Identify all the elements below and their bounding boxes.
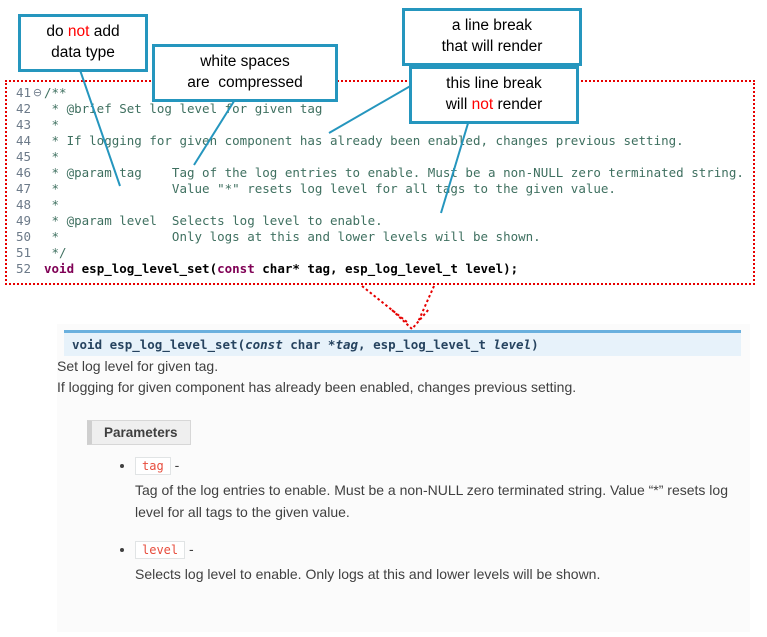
callout-line-break-renders: a line break that will render [402,8,582,66]
fold-gutter [31,133,44,149]
callout-line-break-not-render: this line break will not render [409,66,579,124]
code-line: 52 void esp_log_level_set(const char* tag… [9,261,753,277]
callout-text-line: a line break [451,17,533,34]
arrow-right-edge [417,285,435,323]
code-text: * [44,197,60,212]
callout-text-line: data type [51,43,115,61]
param-description: Selects log level to enable. Only logs a… [135,566,601,583]
line-number: 41 [15,85,31,100]
arrow-left-edge [361,285,408,323]
line-number: 45 [15,149,31,164]
parameters-list: tag - Tag of the log entries to enable. M… [57,457,750,586]
parameter-head: tag - [135,457,750,475]
code-line: 41⊖/** [9,85,753,101]
line-number: 49 [15,213,31,228]
fold-gutter [31,181,44,197]
fold-gutter [31,101,44,117]
code-text: */ [44,245,67,260]
code-text: * [44,149,60,164]
code-line: 44 * If logging for given component has … [9,133,753,149]
code-line: 43 * [9,117,753,133]
fold-gutter [31,245,44,261]
code-line: 47 * Value "*" resets log level for all … [9,181,753,197]
rendered-docs-panel: void esp_log_level_set(const char *tag, … [57,324,750,632]
callout-text-line: this line break [446,75,542,92]
callout-no-data-type: do not add data type [18,14,148,72]
param-name-chip: level [135,541,186,560]
line-number: 47 [15,181,31,196]
code-text: * If logging for given component has alr… [44,133,684,148]
parameter-item: tag - Tag of the log entries to enable. M… [135,457,750,523]
fold-gutter [31,149,44,165]
param-name-chip: tag [135,457,171,475]
param-description: Tag of the log entries to enable. Must b… [135,482,728,520]
line-number: 48 [15,197,31,212]
detailed-description: If logging for given component has alrea… [57,379,577,395]
fold-marker-icon[interactable]: ⊖ [32,86,43,99]
line-number: 42 [15,101,31,116]
code-line: 50 * Only logs at this and lower levels … [9,229,753,245]
parameters-label: Parameters [87,420,191,445]
code-line: 48 * [9,197,753,213]
code-text: * @param level Selects log level to enab… [44,213,383,228]
callout-text-line: white spaces [200,53,290,70]
line-number: 44 [15,133,31,148]
brief-description: Set log level for given tag. [57,358,219,374]
code-text: * @brief Set log level for given tag [44,101,323,116]
parameter-item: level - Selects log level to enable. Only… [135,541,750,586]
code-line: 49 * @param level Selects log level to e… [9,213,753,229]
parameter-head: level - [135,541,750,560]
code-line: 42 * @brief Set log level for given tag [9,101,753,117]
callout-text-line: are compressed [187,73,303,91]
fold-gutter [31,261,44,277]
code-line: 51 */ [9,245,753,261]
code-line: 45 * [9,149,753,165]
function-signature: void esp_log_level_set(const char *tag, … [64,330,741,356]
callout-text-line: that will render [441,37,543,55]
line-number: 43 [15,117,31,132]
code-text: * [44,117,60,132]
line-number: 52 [15,261,31,276]
callout-text-line: will not render [445,95,543,113]
code-text: * Only logs at this and lower levels wil… [44,229,541,244]
line-number: 46 [15,165,31,180]
fold-gutter [31,197,44,213]
callout-whitespace-compressed: white spaces are compressed [152,44,338,102]
code-text: void esp_log_level_set(const char* tag, … [44,261,519,276]
fold-gutter [31,117,44,133]
callout-text-line: do not add [46,23,120,40]
fold-gutter [31,165,44,181]
code-text: * @param tag Tag of the log entries to e… [44,165,744,180]
code-text: /** [44,85,67,100]
line-number: 51 [15,245,31,260]
fold-gutter [31,229,44,245]
code-editor-snippet: 41⊖/**42 * @brief Set log level for give… [5,80,755,285]
line-number: 50 [15,229,31,244]
code-line: 46 * @param tag Tag of the log entries t… [9,165,753,181]
code-text: * Value "*" resets log level for all tag… [44,181,616,196]
fold-gutter [31,213,44,229]
